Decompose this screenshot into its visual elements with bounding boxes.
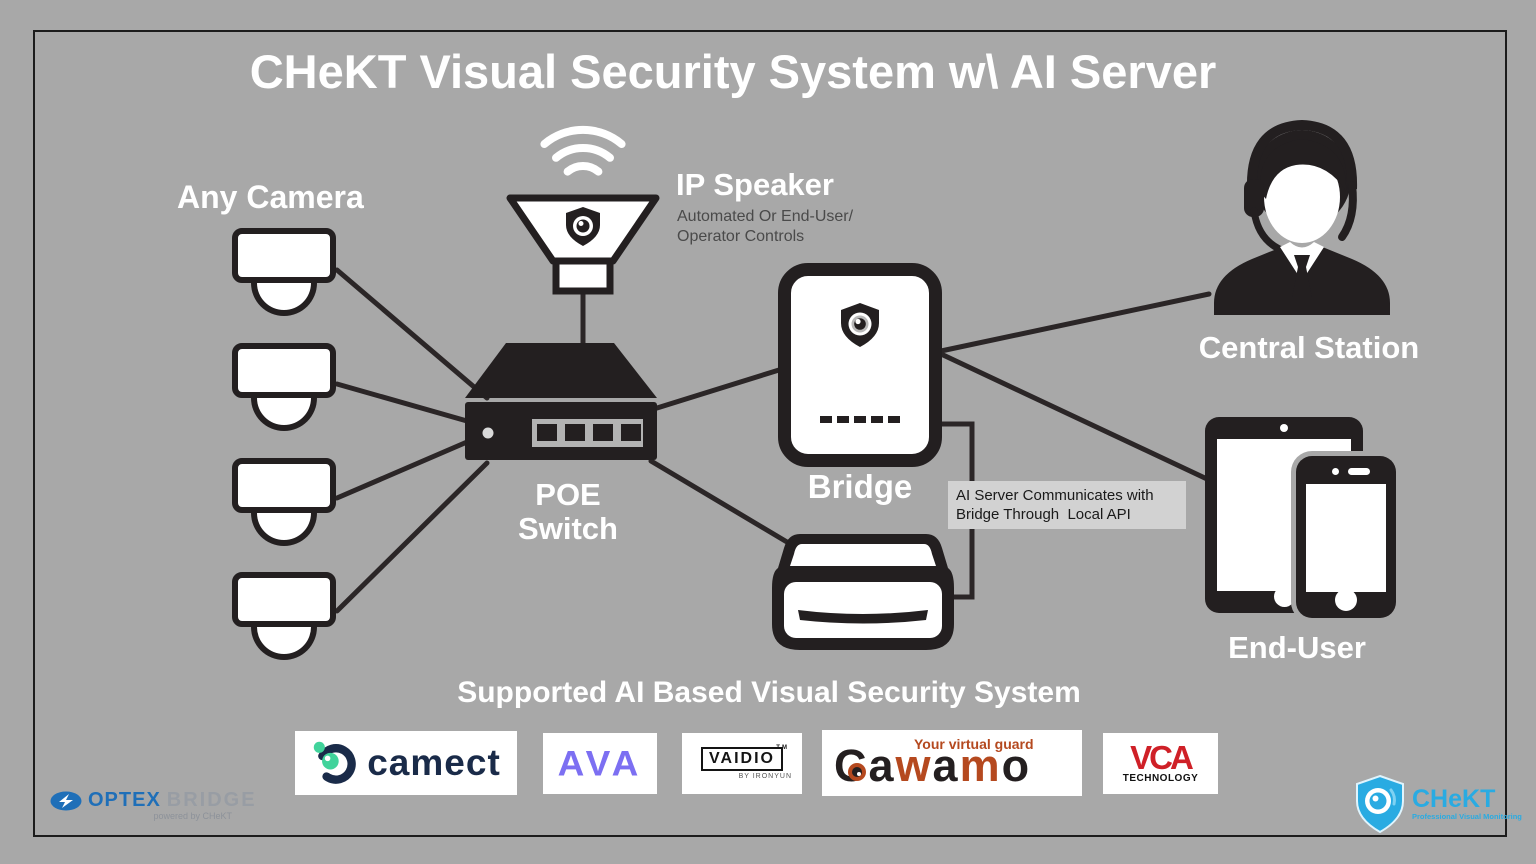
cawamo-wordmark: Cawamo bbox=[834, 742, 1031, 790]
ip-speaker-icon bbox=[506, 126, 660, 295]
ip-speaker-label: IP Speaker bbox=[676, 167, 834, 202]
chekt-subtitle: Professional Visual Monitoring bbox=[1412, 812, 1522, 821]
connector-camera4-switch bbox=[334, 460, 490, 614]
camect-wordmark: camect bbox=[367, 742, 501, 783]
camera-icon-2 bbox=[232, 343, 336, 431]
any-camera-label: Any Camera bbox=[177, 179, 364, 215]
central-station-label: Central Station bbox=[1198, 330, 1420, 365]
border-frame bbox=[33, 30, 1507, 837]
ava-wordmark: AVA bbox=[557, 743, 643, 783]
cawamo-letter: a bbox=[932, 740, 960, 791]
vca-technology-label: TECHNOLOGY bbox=[1122, 773, 1199, 784]
bridge-icon bbox=[778, 263, 942, 467]
ava-logo: AVA bbox=[543, 733, 657, 794]
optex-wordmark: OPTEX bbox=[88, 789, 161, 811]
connector-switch-aiserver bbox=[648, 458, 795, 548]
led-indicator bbox=[482, 427, 494, 439]
cawamo-tagline: Your virtual guard bbox=[914, 736, 1034, 752]
poe-switch-icon bbox=[465, 343, 657, 460]
vaidio-tm: TM bbox=[776, 745, 789, 751]
ai-server-icon bbox=[772, 534, 954, 650]
camera-icon-4 bbox=[232, 572, 336, 660]
bridge-label: Bridge bbox=[807, 468, 913, 505]
cawamo-letter: m bbox=[959, 740, 1002, 791]
vca-logo: VCA TECHNOLOGY bbox=[1103, 733, 1218, 794]
cawamo-logo: Your virtual guard Cawamo bbox=[822, 730, 1082, 796]
cawamo-eye-icon bbox=[848, 763, 866, 781]
camect-logo: camect bbox=[295, 731, 517, 795]
tie bbox=[1292, 255, 1312, 309]
connector-camera2-switch bbox=[334, 381, 470, 424]
phone-icon bbox=[1296, 456, 1396, 618]
shield-lens-icon bbox=[841, 303, 879, 347]
connector-camera1-switch bbox=[334, 267, 490, 401]
ip-speaker-subline2: Operator Controls bbox=[677, 228, 805, 245]
server-slot bbox=[798, 610, 928, 624]
vaidio-byline: BY IRONYUN bbox=[738, 773, 792, 780]
connector-bridge-central-station bbox=[938, 291, 1212, 354]
vaidio-wordmark: VAIDIO bbox=[709, 750, 775, 767]
ai-server-note: AI Server Communicates with Bridge Throu… bbox=[948, 481, 1186, 529]
end-user-label: End-User bbox=[1228, 630, 1366, 665]
connector-camera3-switch bbox=[334, 439, 470, 501]
sound-waves-icon bbox=[540, 126, 626, 176]
camect-icon bbox=[314, 741, 357, 784]
shield-lens-icon bbox=[566, 207, 600, 246]
camera-icon-1 bbox=[232, 228, 336, 316]
supported-heading: Supported AI Based Visual Security Syste… bbox=[457, 676, 1081, 709]
chekt-wordmark: CHeKT bbox=[1412, 785, 1496, 813]
connector-bridge-enduser bbox=[938, 351, 1210, 482]
powered-by-label: powered by CHeKT bbox=[153, 811, 232, 821]
page-title: CHeKT Visual Security System w\ AI Serve… bbox=[249, 45, 1217, 98]
headset-band bbox=[1246, 119, 1358, 190]
chekt-logo: CHeKT Professional Visual Monitoring bbox=[1354, 774, 1522, 834]
bridge-wordmark: BRIDGE bbox=[166, 789, 257, 811]
chekt-shield-icon bbox=[1356, 774, 1404, 834]
connector-switch-bridge bbox=[654, 367, 782, 411]
bridge-dashes bbox=[791, 416, 929, 423]
cawamo-letter: w bbox=[895, 740, 933, 791]
vca-wordmark: VCA bbox=[1130, 739, 1194, 776]
ip-speaker-subline1: Automated Or End-User/ bbox=[677, 208, 854, 225]
headset-earpad bbox=[1244, 179, 1264, 217]
optex-bolt-icon bbox=[50, 791, 82, 810]
cawamo-letter: a bbox=[868, 740, 896, 791]
cawamo-letter: o bbox=[1001, 740, 1032, 791]
optex-bridge-logo: OPTEX BRIDGE powered by CHeKT bbox=[50, 789, 257, 821]
central-station-operator-icon bbox=[1214, 119, 1390, 315]
camera-icon-3 bbox=[232, 458, 336, 546]
